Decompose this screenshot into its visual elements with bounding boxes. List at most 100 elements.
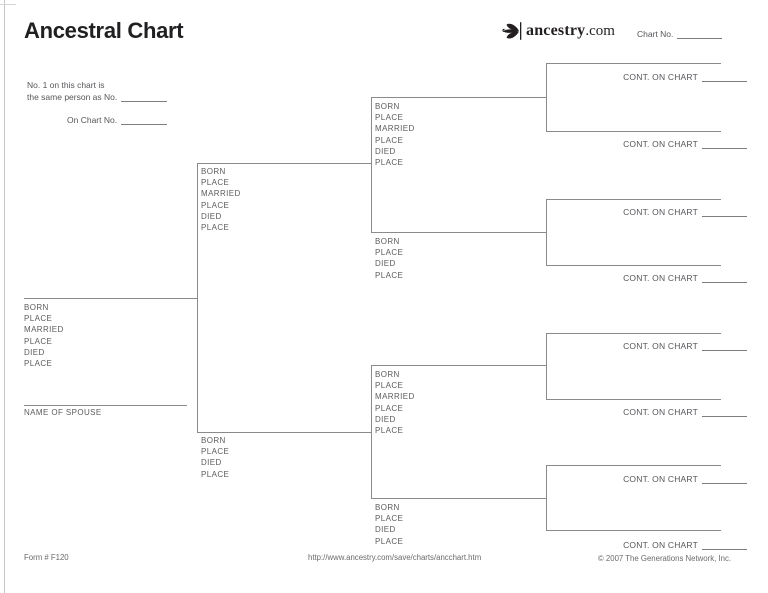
- field-label: PLACE: [375, 248, 404, 258]
- on-chart-blank: [121, 115, 168, 125]
- cont-chart-blank: [702, 540, 747, 550]
- page-title: Ancestral Chart: [24, 18, 184, 43]
- paternal-grandfather-line: [371, 97, 546, 98]
- page-edge-corner: [0, 4, 16, 5]
- field-label: DIED: [201, 211, 222, 221]
- field-label: PLACE: [375, 135, 404, 145]
- field-label: BORN: [375, 102, 400, 111]
- field-label: PLACE: [375, 270, 404, 280]
- field-label: BORN: [375, 503, 400, 512]
- field-label: PLACE: [201, 469, 230, 479]
- paternal-grandparents-bracket-line: [371, 97, 372, 232]
- maternal-grandparents-bracket-line: [371, 365, 372, 498]
- great-grandparent-line: [546, 465, 721, 466]
- cont-on-chart-label: CONT. ON CHART: [623, 474, 698, 484]
- field-label: PLACE: [375, 514, 404, 524]
- cont-on-chart-field: CONT. ON CHART: [623, 474, 747, 484]
- cont-on-chart-label: CONT. ON CHART: [623, 207, 698, 217]
- cont-chart-blank: [702, 341, 747, 351]
- field-label: MARRIED: [375, 124, 415, 134]
- field-label: DIED: [375, 146, 396, 156]
- field-label: BORN: [24, 303, 49, 312]
- field-label: PLACE: [24, 336, 53, 346]
- field-label: PLACE: [375, 426, 404, 436]
- spouse-line: [24, 405, 187, 406]
- page-edge-line: [4, 0, 5, 593]
- great-grandparents-bracket-line: [546, 199, 547, 265]
- chart-no-field: Chart No.: [637, 29, 723, 39]
- cont-chart-blank: [702, 273, 747, 283]
- field-label: PLACE: [201, 178, 230, 188]
- field-label: PLACE: [201, 447, 230, 457]
- cont-on-chart-field: CONT. ON CHART: [623, 139, 747, 149]
- cont-on-chart-label: CONT. ON CHART: [623, 341, 698, 351]
- cont-on-chart-label: CONT. ON CHART: [623, 540, 698, 550]
- cont-on-chart-field: CONT. ON CHART: [623, 407, 747, 417]
- field-label: MARRIED: [201, 189, 241, 199]
- logo-brand-text: ancestry: [526, 22, 586, 39]
- field-label: PLACE: [375, 403, 404, 413]
- copyright-notice: © 2007 The Generations Network, Inc.: [598, 554, 732, 563]
- cont-on-chart-field: CONT. ON CHART: [623, 540, 747, 550]
- cont-on-chart-label: CONT. ON CHART: [623, 407, 698, 417]
- on-chart-label: On Chart No.: [67, 115, 118, 125]
- paternal-grandmother-line: [371, 232, 546, 233]
- ancestry-logo: ancestry.com: [501, 20, 615, 42]
- cont-on-chart-label: CONT. ON CHART: [623, 72, 698, 82]
- great-grandparent-line: [546, 333, 721, 334]
- cont-chart-blank: [702, 207, 747, 217]
- maternal-grandfather-line: [371, 365, 546, 366]
- same-person-label: the same person as No.: [27, 92, 118, 102]
- chart-no-blank: [677, 29, 723, 39]
- mother-line: [197, 432, 371, 433]
- field-label: PLACE: [375, 381, 404, 391]
- field-label: DIED: [375, 525, 396, 535]
- field-label: PLACE: [201, 223, 230, 233]
- person1-line: [24, 298, 197, 299]
- field-label: BORN: [201, 167, 226, 176]
- cont-chart-blank: [702, 474, 747, 484]
- great-grandparent-line: [546, 131, 721, 132]
- logo-suffix-text: .com: [585, 22, 615, 39]
- form-number: Form # F120: [24, 553, 69, 562]
- cont-on-chart-label: CONT. ON CHART: [623, 273, 698, 283]
- intro-note-line2: the same person as No.: [27, 92, 168, 102]
- field-label: PLACE: [201, 200, 230, 210]
- cont-on-chart-field: CONT. ON CHART: [623, 273, 747, 283]
- great-grandparents-bracket-line: [546, 465, 547, 530]
- field-label: BORN: [375, 370, 400, 379]
- source-url: http://www.ancestry.com/save/charts/ancc…: [308, 553, 482, 562]
- great-grandparent-line: [546, 530, 721, 531]
- same-person-blank: [121, 92, 168, 102]
- cont-chart-blank: [702, 407, 747, 417]
- field-label: DIED: [375, 414, 396, 424]
- great-grandparent-line: [546, 199, 721, 200]
- field-label: BORN: [201, 436, 226, 445]
- cont-on-chart-label: CONT. ON CHART: [623, 139, 698, 149]
- great-grandparent-line: [546, 399, 721, 400]
- great-grandparents-bracket-line: [546, 63, 547, 131]
- field-label: PLACE: [375, 536, 404, 546]
- field-label: PLACE: [375, 158, 404, 168]
- intro-note-line1: No. 1 on this chart is: [27, 80, 105, 90]
- field-label: BORN: [375, 237, 400, 246]
- cont-on-chart-field: CONT. ON CHART: [623, 341, 747, 351]
- great-grandparent-line: [546, 63, 721, 64]
- cont-chart-blank: [702, 72, 747, 82]
- field-label: PLACE: [375, 113, 404, 123]
- field-label: DIED: [201, 458, 222, 468]
- field-label: DIED: [375, 259, 396, 269]
- great-grandparent-line: [546, 265, 721, 266]
- cont-on-chart-field: CONT. ON CHART: [623, 207, 747, 217]
- leaf-sprig-icon: [502, 22, 522, 40]
- father-line: [197, 163, 371, 164]
- field-label: PLACE: [24, 314, 53, 324]
- great-grandparents-bracket-line: [546, 333, 547, 399]
